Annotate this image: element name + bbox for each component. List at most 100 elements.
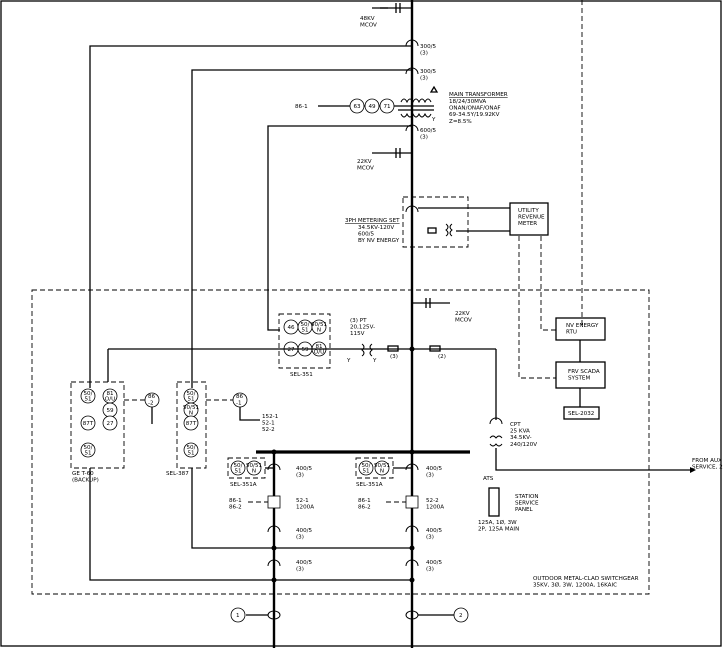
transformer-device-1-label: 49 [368, 104, 376, 110]
junction-dot [409, 449, 415, 455]
junction-dot [409, 545, 415, 551]
feeder-2-relay-label: SEL-351A [356, 482, 383, 488]
aux-arrow-icon [690, 467, 696, 473]
feeder2-ct-a: 400/5(3) [426, 466, 443, 479]
feeder-1-device-0-label: 50/51 [233, 463, 242, 475]
breaker-52-1 [267, 495, 281, 509]
frv-scada-system [555, 361, 606, 389]
ge-t60-label: GE T-60(BACKUP) [72, 471, 99, 484]
sel-387-label: SEL-387 [166, 471, 189, 477]
feeder-1-circle-label: 1 [236, 613, 240, 619]
sel-351-device-1-label: 50/51 [300, 322, 309, 334]
wire-ct3-351 [267, 125, 412, 331]
ge-device-0-label: 50/51 [83, 391, 92, 403]
sel-351-label: SEL-351 [290, 372, 313, 378]
svg-text:Y: Y [372, 358, 377, 364]
ge-device-5-label: 50/51 [83, 445, 92, 457]
feeder-2-cable [405, 610, 419, 620]
sel-387-device-2 [183, 415, 199, 431]
ct-marks-main [405, 39, 419, 132]
feeder-1-relay-label: SEL-351A [230, 482, 257, 488]
feeder-1-device-1 [246, 460, 262, 476]
wye-symbol: Y [431, 117, 436, 123]
wire-feeder-ge [89, 468, 412, 581]
sel-387-device-2-label: 87T [186, 421, 197, 427]
arrester-mid [372, 148, 412, 158]
wire-ct2-387 [191, 69, 412, 388]
feeder-2-circle-label: 2 [459, 613, 463, 619]
feeder2-ct-b: 400/5(3) [426, 528, 443, 541]
transformer-device-1 [364, 98, 380, 114]
lockout-86-1-label: 86-1 [236, 394, 244, 407]
ge-t60-panel [70, 381, 125, 469]
transformer-device-2 [379, 98, 395, 114]
ct-300-5-a: 300/5(3) [420, 44, 437, 57]
wire-ct1-ge [89, 45, 412, 388]
ge-device-0 [80, 388, 96, 404]
sel-2032 [563, 406, 600, 420]
feeder-2-device-0-label: 50/51 [361, 463, 370, 475]
breaker-52-2 [405, 495, 419, 509]
nv-energy-rtu [555, 317, 606, 341]
sel-2032-label: SEL-2032 [568, 411, 594, 417]
sel-351-panel [278, 313, 331, 369]
ct-300-5-b: 300/5(3) [420, 69, 437, 82]
feeder1-ct-b: 400/5(3) [296, 528, 313, 541]
ge-device-4 [102, 415, 118, 431]
transformer-lockout-tag: 86-1 [295, 104, 308, 110]
feeder-1-relay-panel [227, 457, 266, 479]
junction-dot [271, 577, 277, 583]
cpt-symbol [489, 417, 503, 447]
sel-387-device-3-label: 50/51 [186, 445, 195, 457]
feeder1-ct-a: 400/5(3) [296, 466, 313, 479]
lockout-86-2-label: 86-2 [148, 394, 156, 407]
feeder-1-circle [230, 607, 246, 623]
station-panel-device [488, 487, 500, 517]
sel-387-device-3 [183, 442, 199, 458]
feeder2-ct-c: 400/5(3) [426, 560, 443, 573]
feeder-2-device-0 [358, 460, 374, 476]
feeder-2-device-1 [374, 460, 390, 476]
transformer-device-2-label: 71 [383, 104, 391, 110]
arrester-top [372, 3, 412, 13]
metering-ct-pt [405, 205, 453, 237]
sel-351-device-4-label: 59 [301, 347, 309, 353]
sel-387-device-0-label: 50/51 [186, 391, 195, 403]
transformer-device-0 [349, 98, 365, 114]
feeder-cts [267, 463, 419, 567]
switchgear-outline [31, 289, 650, 595]
transformer-device-0-label: 63 [353, 104, 361, 110]
comm-meter-rtu [540, 236, 556, 331]
pt-count-b: (2) [438, 354, 446, 360]
utility-revenue-meter [509, 202, 549, 236]
ge-device-5 [80, 442, 96, 458]
delta-symbol [429, 85, 439, 93]
sel-351-device-3-label: 27 [287, 347, 295, 353]
sel-351-device-2 [311, 319, 327, 335]
